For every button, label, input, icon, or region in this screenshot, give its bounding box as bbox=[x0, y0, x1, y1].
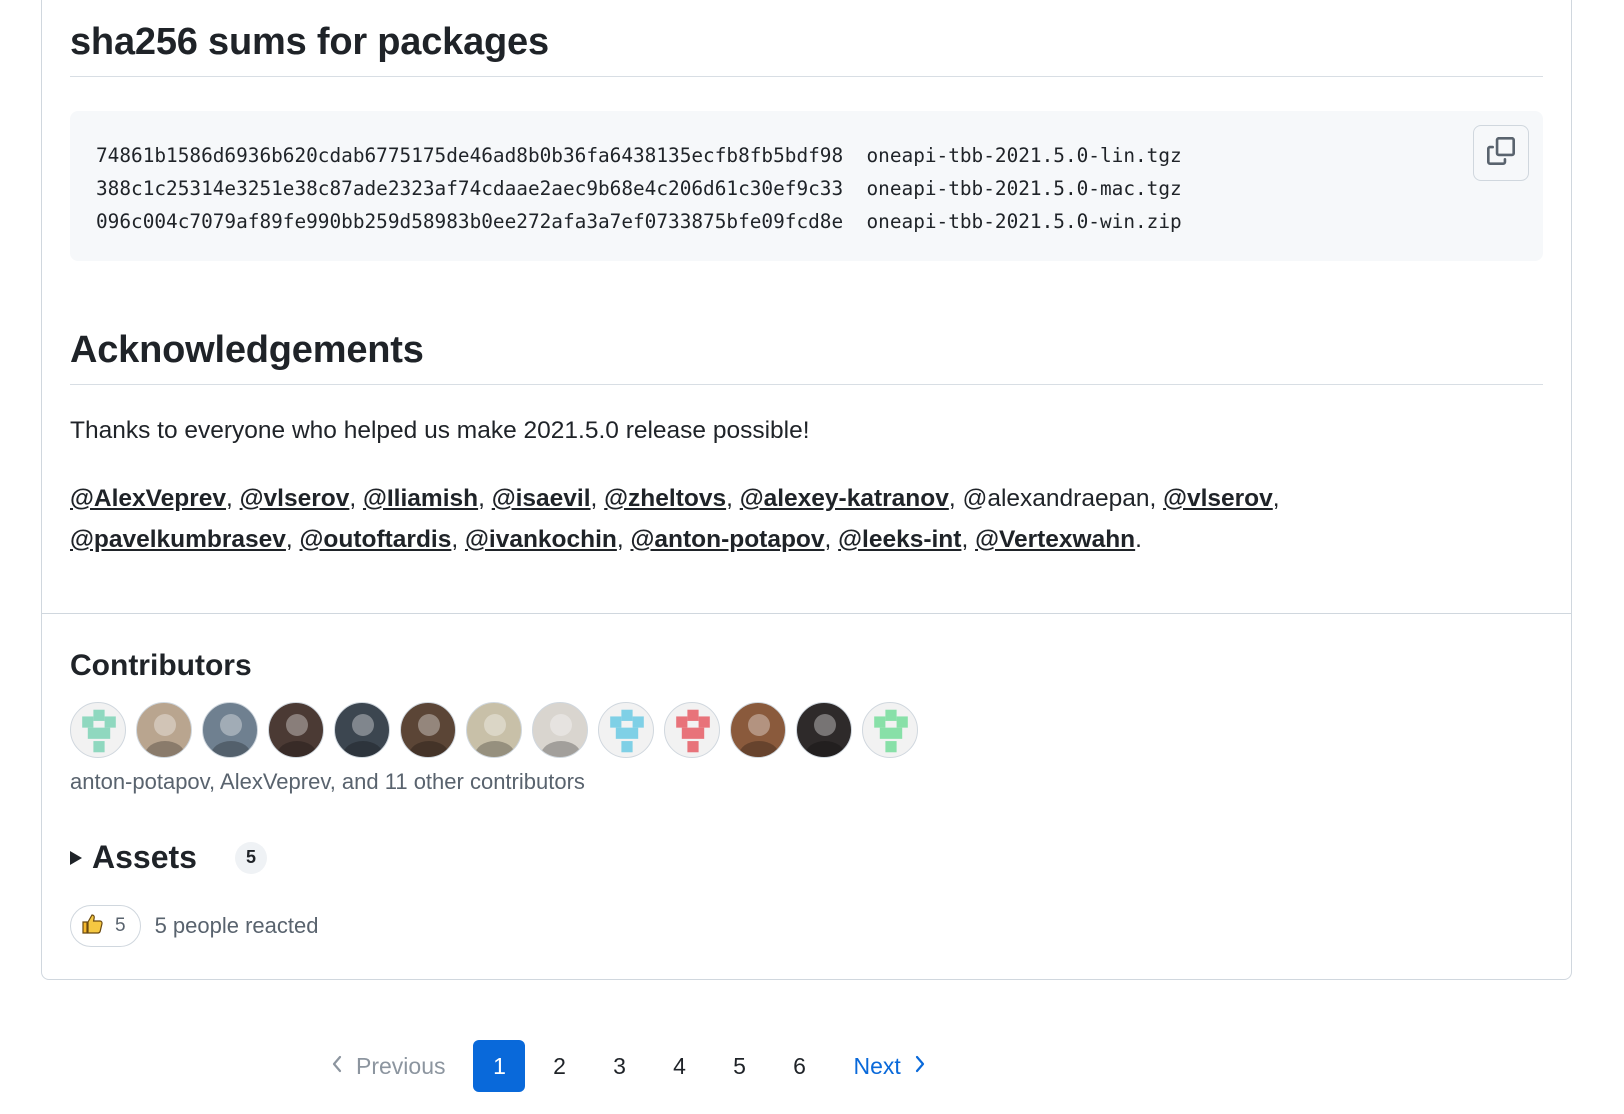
assets-toggle[interactable]: Assets 5 bbox=[70, 839, 267, 876]
contributor-avatar[interactable] bbox=[862, 702, 918, 758]
reaction-count: 5 bbox=[115, 915, 126, 936]
previous-label: Previous bbox=[356, 1052, 446, 1079]
contributor-avatar[interactable] bbox=[400, 702, 456, 758]
mention[interactable]: @leeks-int bbox=[838, 526, 962, 553]
contributor-avatar[interactable] bbox=[334, 702, 390, 758]
page-3-button[interactable]: 3 bbox=[613, 1052, 626, 1079]
contributor-avatar[interactable] bbox=[202, 702, 258, 758]
mention[interactable]: @isaevil bbox=[491, 485, 591, 512]
mention[interactable]: @ivankochin bbox=[465, 526, 617, 553]
mention[interactable]: @pavelkumbrasev bbox=[70, 526, 286, 553]
mentions-list: @AlexVeprev, @vlserov, @Iliamish, @isaev… bbox=[70, 485, 1280, 553]
mention[interactable]: @vlserov bbox=[239, 485, 350, 512]
section-divider bbox=[42, 613, 1571, 614]
mention[interactable]: @AlexVeprev bbox=[70, 485, 227, 512]
caret-right-icon bbox=[70, 850, 82, 865]
reacted-summary: 5 people reacted bbox=[154, 913, 319, 938]
sha-code-block: 74861b1586d6936b620cdab6775175de46ad8b0b… bbox=[70, 111, 1543, 261]
reactions-row: 5 5 people reacted bbox=[70, 905, 318, 947]
contributor-avatars bbox=[70, 702, 918, 758]
release-card: sha256 sums for packages 74861b1586d6936… bbox=[41, 0, 1572, 980]
page-2-button[interactable]: 2 bbox=[553, 1052, 566, 1079]
acknowledgements-heading: Acknowledgements bbox=[70, 329, 1543, 385]
mention[interactable]: @outoftardis bbox=[299, 526, 452, 553]
contributor-avatar[interactable] bbox=[730, 702, 786, 758]
contributor-avatar[interactable] bbox=[532, 702, 588, 758]
thumbs-up-reaction-button[interactable]: 5 bbox=[70, 905, 141, 947]
mention[interactable]: @vlserov bbox=[1163, 485, 1273, 512]
contributor-avatar[interactable] bbox=[136, 702, 192, 758]
page-4-button[interactable]: 4 bbox=[673, 1052, 686, 1079]
sha-line-mac: 388c1c25314e3251e38c87ade2323af74cdaae2a… bbox=[96, 177, 1182, 200]
thumbs-up-icon bbox=[81, 912, 105, 941]
mention[interactable]: @Vertexwahn bbox=[975, 526, 1136, 553]
chevron-right-icon bbox=[913, 1053, 927, 1080]
sha-code: 74861b1586d6936b620cdab6775175de46ad8b0b… bbox=[96, 139, 1182, 238]
copy-button[interactable] bbox=[1473, 125, 1529, 181]
next-page-button[interactable]: Next bbox=[853, 1053, 926, 1080]
contributor-avatar[interactable] bbox=[664, 702, 720, 758]
contributors-summary: anton-potapov, AlexVeprev, and 11 other … bbox=[70, 769, 585, 794]
mention[interactable]: @alexey-katranov bbox=[739, 485, 949, 512]
page-1-button[interactable]: 1 bbox=[473, 1040, 526, 1092]
page-5-button[interactable]: 5 bbox=[733, 1052, 746, 1079]
contributor-avatar[interactable] bbox=[598, 702, 654, 758]
mention[interactable]: @Iliamish bbox=[362, 485, 479, 512]
previous-page-button[interactable]: Previous bbox=[330, 1053, 445, 1080]
assets-label: Assets bbox=[92, 839, 197, 875]
mention[interactable]: @zheltovs bbox=[604, 485, 727, 512]
copy-icon bbox=[1487, 136, 1515, 170]
sha-heading: sha256 sums for packages bbox=[70, 21, 1543, 77]
chevron-left-icon bbox=[330, 1053, 344, 1080]
mention: @alexandraepan bbox=[962, 485, 1150, 512]
page-6-button[interactable]: 6 bbox=[793, 1052, 806, 1079]
contributors-title: Contributors bbox=[70, 649, 252, 682]
contributor-avatar[interactable] bbox=[268, 702, 324, 758]
contributor-avatar[interactable] bbox=[796, 702, 852, 758]
contributor-avatar[interactable] bbox=[70, 702, 126, 758]
next-label: Next bbox=[853, 1052, 901, 1079]
assets-count-badge: 5 bbox=[234, 841, 267, 874]
thanks-text: Thanks to everyone who helped us make 20… bbox=[70, 417, 810, 444]
sha-line-win: 096c004c7079af89fe990bb259d58983b0ee272a… bbox=[96, 210, 1182, 233]
sha-line-lin: 74861b1586d6936b620cdab6775175de46ad8b0b… bbox=[96, 144, 1182, 167]
mention[interactable]: @anton-potapov bbox=[630, 526, 825, 553]
contributor-avatar[interactable] bbox=[466, 702, 522, 758]
